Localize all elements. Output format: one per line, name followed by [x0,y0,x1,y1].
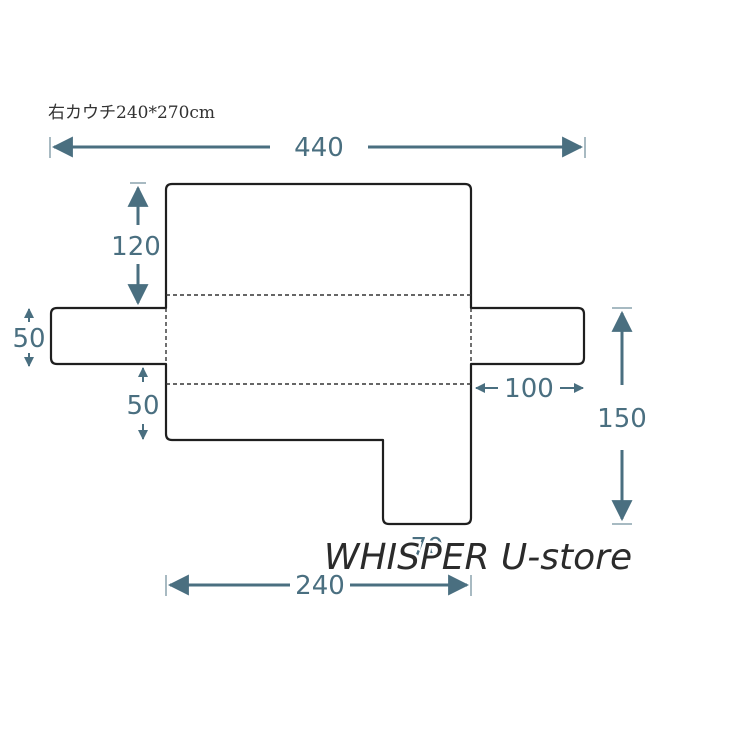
side-height-label: 150 [597,404,647,434]
sofa-outline [49,182,586,526]
arm-width-dimension: 100 [475,374,584,404]
chaise-width-label: 70 [410,533,443,563]
arm-width-label: 100 [504,374,554,404]
back-height-label: 120 [111,232,161,262]
front-seat-height-dimension: 50 [126,367,160,440]
left-arm-height-label: 50 [12,324,45,354]
side-height-dimension: 150 [597,307,647,525]
watermark: WHISPER U-store [324,537,632,578]
seat-width-dimension: 240 [165,571,472,601]
overall-width-label: 440 [294,133,344,163]
left-arm-height-dimension: 50 [12,308,46,367]
front-seat-height-label: 50 [126,391,159,421]
back-height-dimension: 120 [111,182,161,306]
overall-width-dimension: 440 [49,133,586,163]
caption: 右カウチ240*270cm [48,103,215,123]
seat-width-label: 240 [295,571,345,601]
